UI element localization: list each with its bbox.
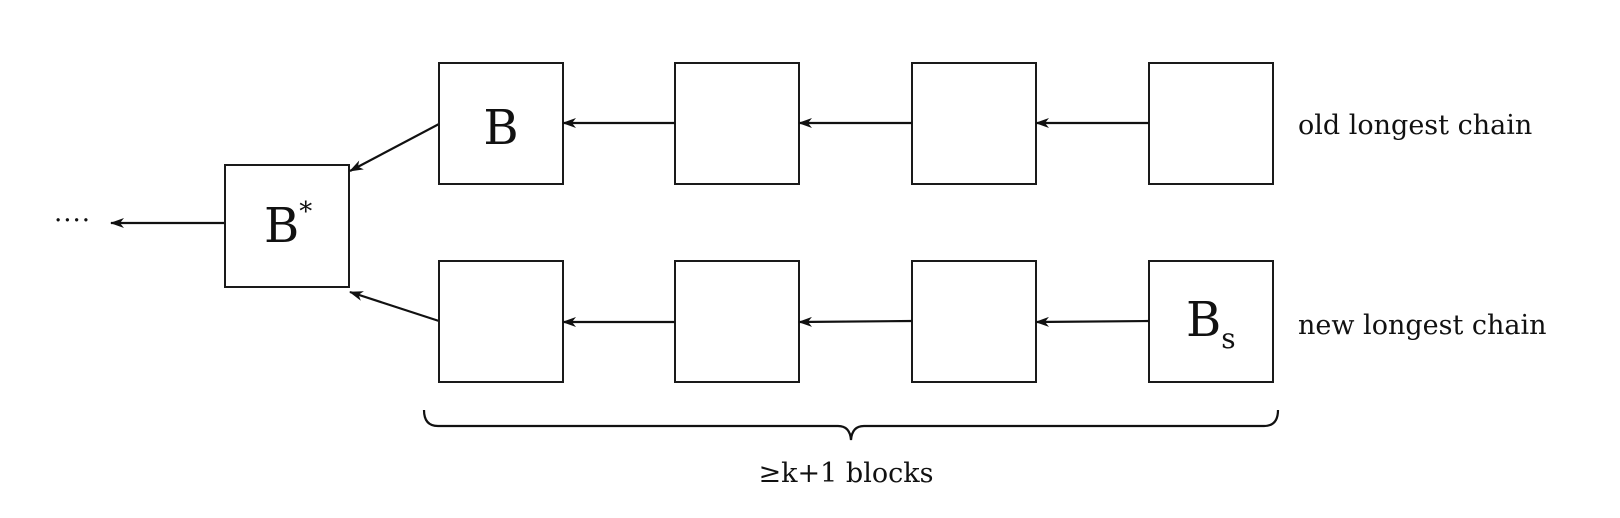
arrow-b-to-bstar: [349, 123, 440, 172]
block-new-3: [911, 260, 1039, 385]
block-old-3: [911, 62, 1039, 187]
brace: [422, 409, 1280, 441]
block-old-2: [674, 62, 802, 187]
block-new-2: [674, 260, 802, 385]
block-b-label: B: [483, 100, 518, 156]
block-b-s: Bs: [1148, 260, 1276, 385]
block-b-s-label: Bs: [1186, 292, 1236, 355]
arrow-new1-to-bstar: [349, 290, 440, 323]
arrow-bs-to-new3: [1035, 316, 1150, 327]
block-b: B: [438, 62, 566, 187]
new-chain-label: new longest chain: [1298, 310, 1547, 341]
brace-label: ≥k+1 blocks: [759, 458, 934, 489]
block-new-1: [438, 260, 566, 385]
block-b-star-label: B*: [264, 197, 312, 254]
block-b-star: B*: [224, 164, 352, 290]
old-chain-label: old longest chain: [1298, 110, 1532, 141]
arrow-new3-to-new2: [798, 316, 913, 327]
block-old-4: [1148, 62, 1276, 187]
chain-continuation-dots: ....: [54, 198, 91, 228]
